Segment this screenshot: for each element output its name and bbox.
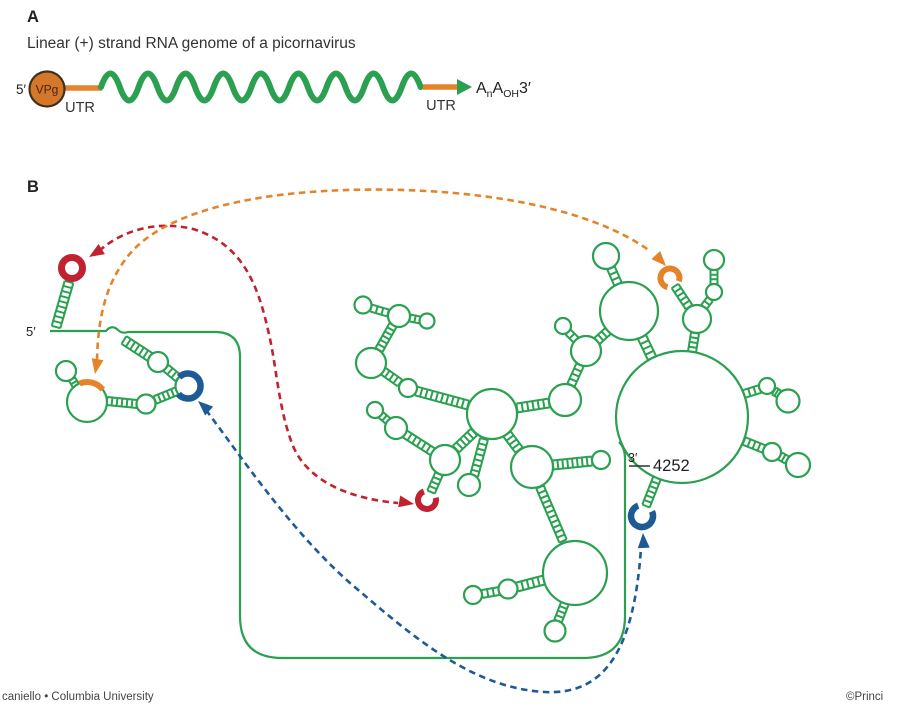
loop-circle bbox=[428, 443, 462, 477]
orange-interaction-curve bbox=[95, 188, 651, 361]
loop-circle bbox=[462, 584, 484, 606]
red-arrowhead-icon bbox=[89, 243, 105, 257]
loop-circle bbox=[569, 334, 603, 368]
stem-ladder bbox=[120, 335, 154, 362]
attribution-right: ©Princi bbox=[846, 691, 883, 703]
loop-circle bbox=[54, 359, 78, 383]
stem-ladder bbox=[152, 386, 180, 405]
loop-circle bbox=[456, 472, 482, 498]
loop-circle bbox=[509, 444, 555, 490]
stem-ladder bbox=[50, 279, 75, 330]
stem-ladder bbox=[636, 334, 658, 361]
loop-circle bbox=[775, 388, 801, 414]
panel-a-label: A bbox=[27, 8, 39, 26]
stem-ladder bbox=[413, 385, 471, 411]
tail-a1: A bbox=[476, 80, 487, 97]
loop-circle bbox=[354, 346, 388, 380]
loop-circle bbox=[702, 248, 726, 272]
five-prime-label-a: 5′ bbox=[16, 82, 27, 97]
stem-ladder bbox=[480, 586, 501, 599]
stem-ladder bbox=[469, 437, 489, 478]
loop-circle bbox=[541, 539, 609, 607]
loop-circle bbox=[353, 295, 373, 315]
loop-circle bbox=[591, 241, 621, 271]
loop-circle bbox=[397, 377, 419, 399]
tertiary-interaction-arrows bbox=[89, 188, 666, 694]
blue-loop-arc-right bbox=[627, 502, 657, 531]
red-loop-arc bbox=[415, 488, 439, 512]
rna-stem-ladders bbox=[50, 265, 790, 624]
stem-ladder bbox=[670, 282, 694, 311]
stem-ladder bbox=[535, 484, 568, 544]
loop-circle bbox=[757, 376, 777, 396]
loop-circle bbox=[497, 578, 519, 600]
blue-interaction-curve bbox=[204, 409, 643, 694]
blue-loop-arc-left bbox=[175, 370, 204, 402]
stem-ladder bbox=[709, 269, 719, 285]
blue-arrowhead-icon bbox=[198, 401, 214, 416]
panel-a-title: Linear (+) strand RNA genome of a picorn… bbox=[27, 35, 356, 52]
backbone-line bbox=[50, 326, 627, 660]
stem-ladder bbox=[426, 471, 444, 495]
nucleotide-position-label: 4252 bbox=[653, 457, 690, 475]
stem-ladder bbox=[514, 574, 547, 593]
loop-circle bbox=[598, 280, 660, 342]
rna-backbone-strand bbox=[50, 326, 627, 660]
panel-a: A Linear (+) strand RNA genome of a pico… bbox=[16, 8, 531, 116]
red-loop-ring bbox=[58, 254, 86, 282]
loop-circle bbox=[547, 382, 583, 418]
genome-arrowhead-icon bbox=[457, 79, 472, 95]
orange-loop-arc-right bbox=[657, 265, 683, 291]
orange-arrowhead-icon bbox=[91, 358, 104, 374]
loop-circle bbox=[590, 449, 612, 471]
loop-circle bbox=[465, 387, 519, 441]
poly-a-tail-label: AnAOH3′ bbox=[476, 80, 531, 100]
stem-ladder bbox=[641, 475, 662, 509]
attribution-left: caniello • Columbia University bbox=[2, 691, 154, 703]
stem-ladder bbox=[566, 362, 585, 388]
tail-3prime: 3′ bbox=[519, 80, 531, 97]
loop-circle bbox=[761, 441, 783, 463]
loop-circle bbox=[614, 349, 750, 485]
utr-left-label: UTR bbox=[65, 100, 95, 116]
stem-ladder bbox=[551, 455, 594, 471]
loop-circle bbox=[543, 619, 567, 643]
vpg-circle-icon bbox=[28, 70, 66, 108]
stem-ladder bbox=[374, 322, 398, 353]
three-prime-label: 3′ bbox=[628, 451, 638, 465]
panel-b: B 5′ 3′ 4252 bbox=[26, 178, 812, 694]
stem-ladder bbox=[515, 397, 551, 414]
blue-arrowhead-icon bbox=[637, 533, 650, 549]
loop-circle bbox=[146, 350, 170, 374]
tail-n: n bbox=[487, 88, 493, 100]
utr-right-label: UTR bbox=[426, 98, 456, 114]
stem-ladder bbox=[401, 429, 437, 457]
coding-region-wave bbox=[98, 70, 424, 104]
loop-circle bbox=[418, 312, 436, 330]
loop-circle bbox=[386, 303, 412, 329]
loop-circle bbox=[383, 415, 409, 441]
panel-b-label: B bbox=[27, 178, 39, 196]
rna-loops bbox=[54, 241, 812, 643]
orange-arrowhead-icon bbox=[651, 250, 666, 266]
loop-circle bbox=[365, 400, 385, 420]
tail-oh: OH bbox=[503, 88, 519, 100]
tail-a2: A bbox=[493, 80, 504, 97]
five-prime-label-b: 5′ bbox=[26, 324, 36, 339]
red-arrowhead-icon bbox=[398, 495, 414, 508]
stem-ladder bbox=[687, 331, 700, 354]
orange-loop-arc-left bbox=[78, 379, 106, 392]
loop-circle bbox=[681, 303, 713, 335]
interaction-arcs bbox=[58, 254, 683, 531]
vpg-label: VPg bbox=[36, 83, 59, 97]
stem-ladder bbox=[369, 303, 390, 318]
loop-circle bbox=[553, 316, 573, 336]
red-interaction-curve bbox=[98, 224, 399, 505]
loop-circle bbox=[135, 393, 157, 415]
loop-circle bbox=[704, 282, 724, 302]
stem-ladder bbox=[105, 396, 139, 409]
loop-circle bbox=[784, 451, 812, 479]
